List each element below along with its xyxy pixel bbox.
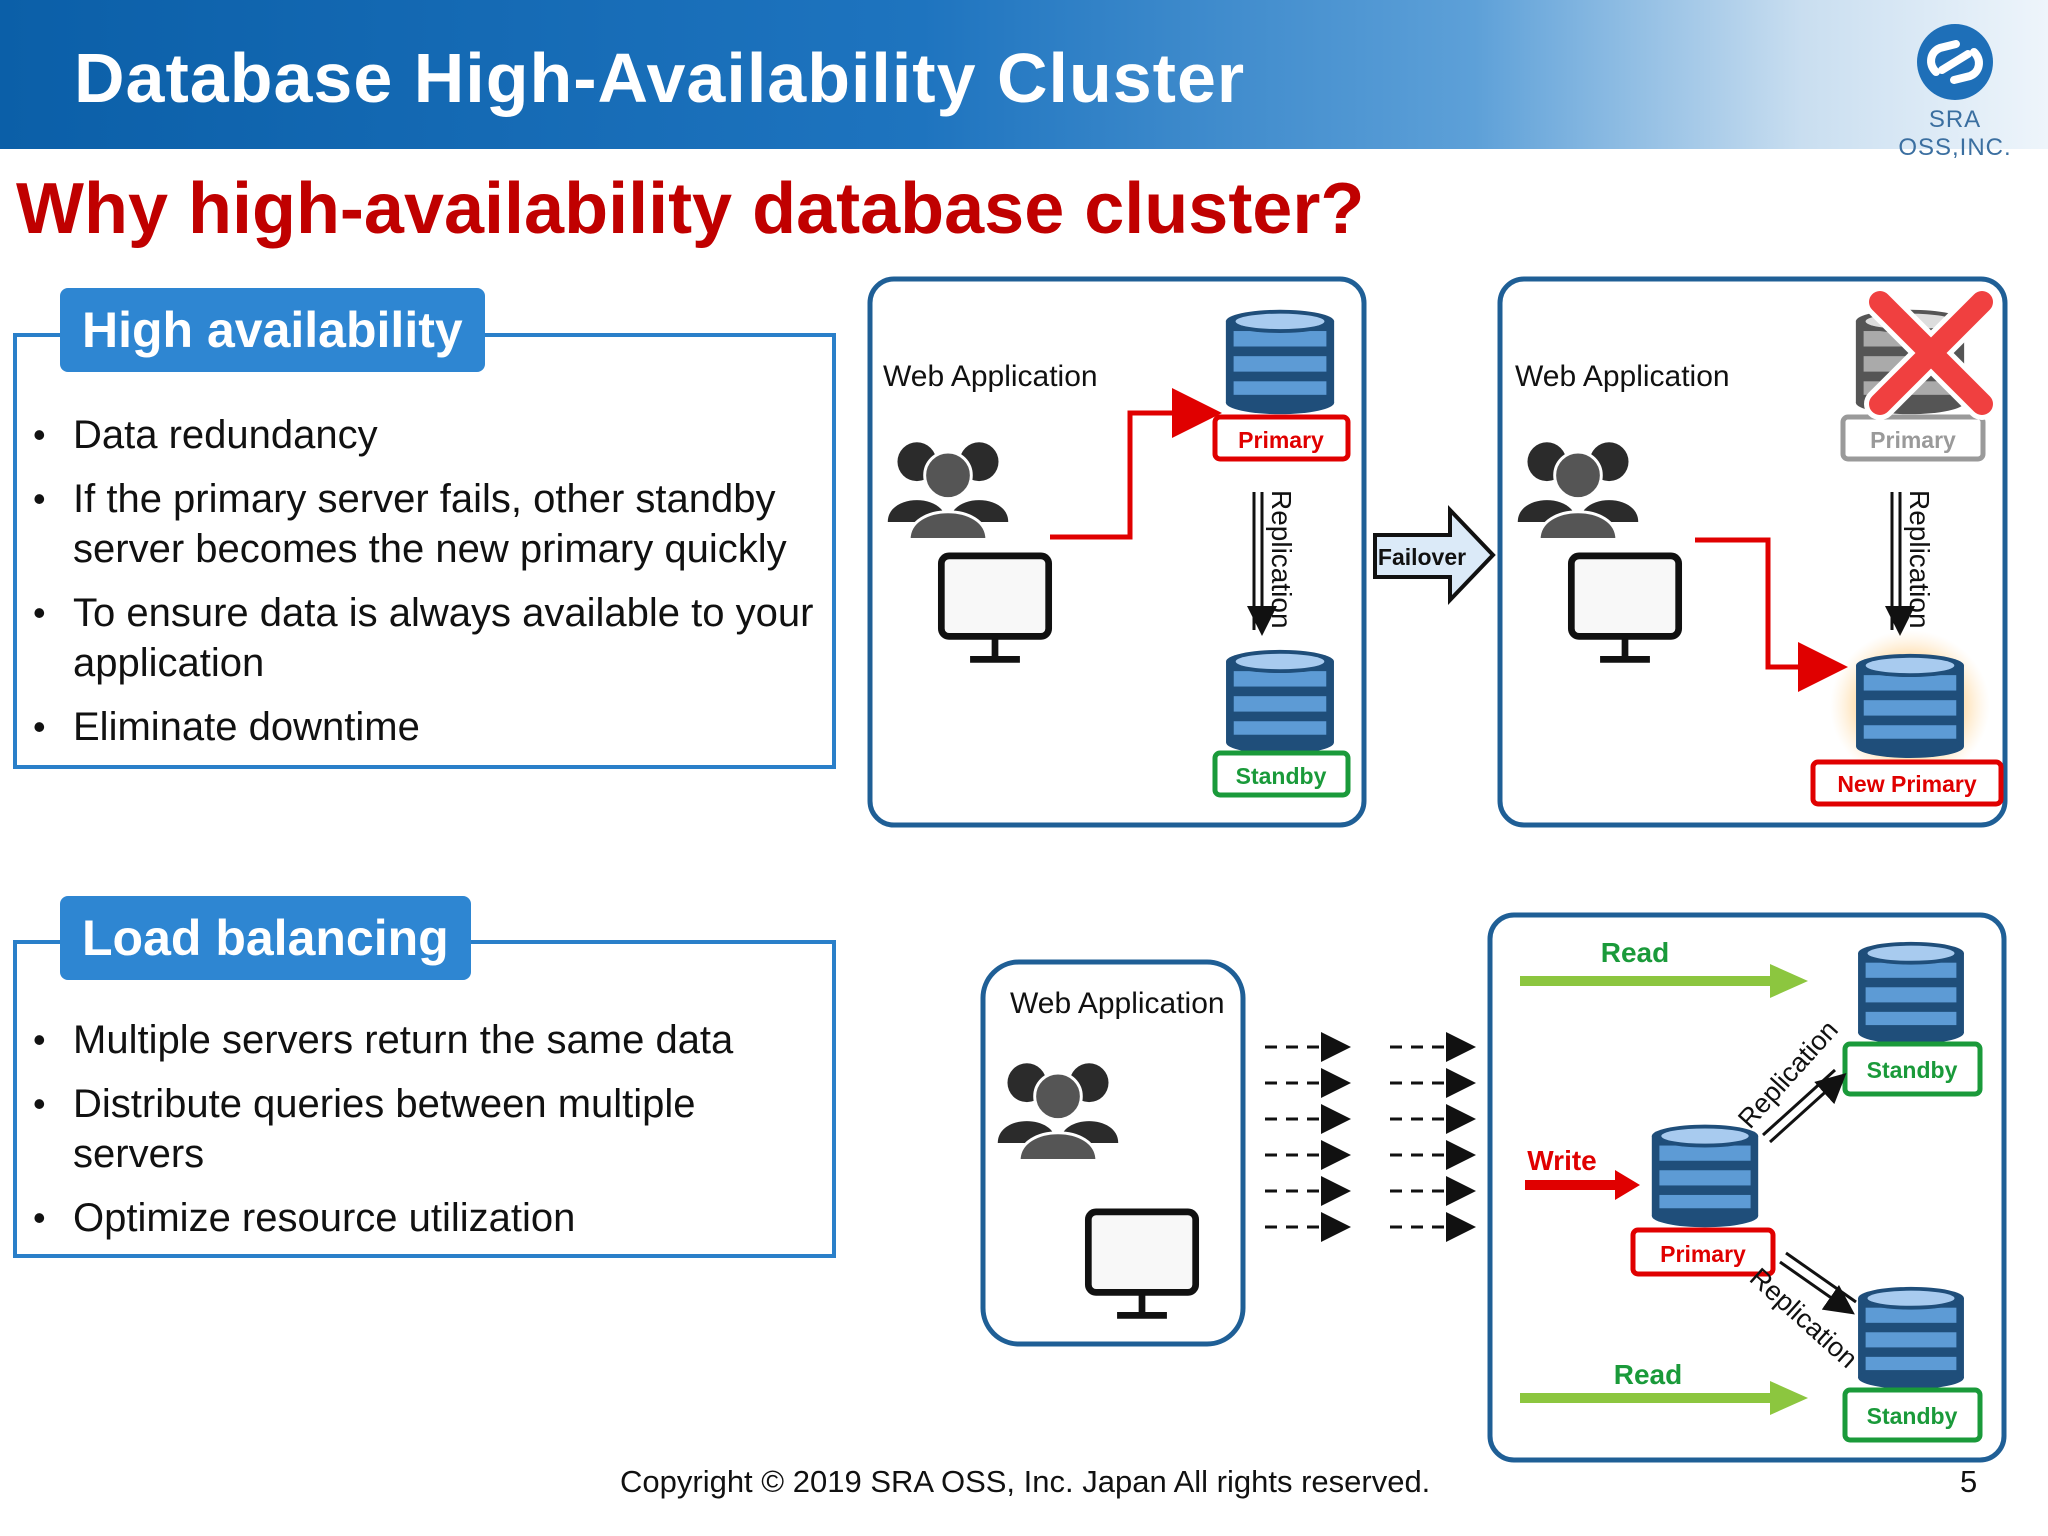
company-logo: SRA OSS,INC. (1880, 20, 2030, 161)
web-app-label: Web Application (883, 360, 1098, 393)
sra-oss-logo-icon (1917, 24, 1993, 100)
new-primary-label: New Primary (1837, 771, 1977, 797)
primary-label: Primary (1238, 427, 1324, 453)
failover-label: Failover (1378, 544, 1466, 570)
standby-label: Standby (1236, 763, 1327, 789)
failover-arrow: Failover (1373, 505, 1496, 605)
write-arrow (1525, 1170, 1640, 1200)
lb-app-panel: Web Application (980, 959, 1246, 1347)
copyright-text: Copyright © 2019 SRA OSS, Inc. Japan All… (620, 1464, 1431, 1499)
logo-text: SRA OSS,INC. (1898, 106, 2012, 161)
old-primary-label: Primary (1870, 427, 1956, 453)
high-availability-heading: High availability (60, 288, 485, 372)
primary-database-icon (1225, 309, 1335, 415)
query-arrows (1265, 1032, 1476, 1242)
primary-badge (1212, 414, 1351, 462)
standby-label: Standby (1867, 1057, 1958, 1083)
load-balancing-heading: Load balancing (60, 896, 471, 980)
slide-title: Database High-Availability Cluster (74, 39, 1246, 117)
section-subtitle: Why high-availability database cluster? (16, 169, 1365, 249)
standby-database-icon (1858, 941, 1964, 1044)
lb-cluster-panel: Read Standby Write Primary Replication R… (1487, 912, 2007, 1463)
standby-badge (1842, 1387, 1983, 1443)
primary-label: Primary (1660, 1241, 1746, 1267)
page-number: 5 (1960, 1464, 1978, 1499)
failover-before-panel: Web Application Primary Replication Stan… (867, 276, 1367, 828)
bullet-item: Multiple servers return the same data (15, 1015, 815, 1065)
high-availability-bullets: Data redundancy If the primary server fa… (15, 410, 815, 766)
load-balancing-bullets: Multiple servers return the same data Di… (15, 1015, 815, 1257)
bullet-item: Data redundancy (15, 410, 815, 460)
bullet-item: If the primary server fails, other stand… (15, 474, 815, 574)
write-path-arrow (1050, 388, 1222, 540)
write-label: Write (1527, 1145, 1597, 1176)
bullet-item: Eliminate downtime (15, 702, 815, 752)
read-arrow-top (1520, 964, 1808, 998)
write-path-arrow (1695, 537, 1848, 692)
bullet-item: Distribute queries between multiple serv… (15, 1079, 815, 1179)
header-bar: Database High-Availability Cluster SRA O… (0, 0, 2048, 161)
standby-database-icon (1858, 1286, 1964, 1389)
standby-badge (1842, 1041, 1983, 1097)
replication-arrow (1768, 1072, 1847, 1144)
read-label: Read (1614, 1359, 1682, 1390)
primary-badge (1630, 1227, 1776, 1277)
failure-x-icon (1864, 286, 1998, 420)
new-primary-badge (1810, 759, 2004, 807)
web-app-label: Web Application (1515, 360, 1730, 393)
replication-label: Replication (1266, 490, 1297, 629)
bullet-item: Optimize resource utilization (15, 1193, 815, 1243)
standby-database-icon (1226, 649, 1334, 754)
replication-arrow (1779, 1260, 1855, 1315)
standby-badge (1212, 750, 1351, 798)
replication-label: Replication (1904, 490, 1935, 629)
new-primary-database-icon (1856, 653, 1964, 758)
bullet-item: To ensure data is always available to yo… (15, 588, 815, 688)
old-primary-badge (1840, 414, 1986, 462)
standby-label: Standby (1867, 1403, 1958, 1429)
failover-after-panel: Web Application Primary Replication New … (1497, 276, 2008, 828)
primary-database-icon (1651, 1124, 1759, 1228)
web-app-label: Web Application (1010, 987, 1225, 1020)
read-label: Read (1601, 937, 1669, 968)
read-arrow-bottom (1520, 1381, 1808, 1415)
